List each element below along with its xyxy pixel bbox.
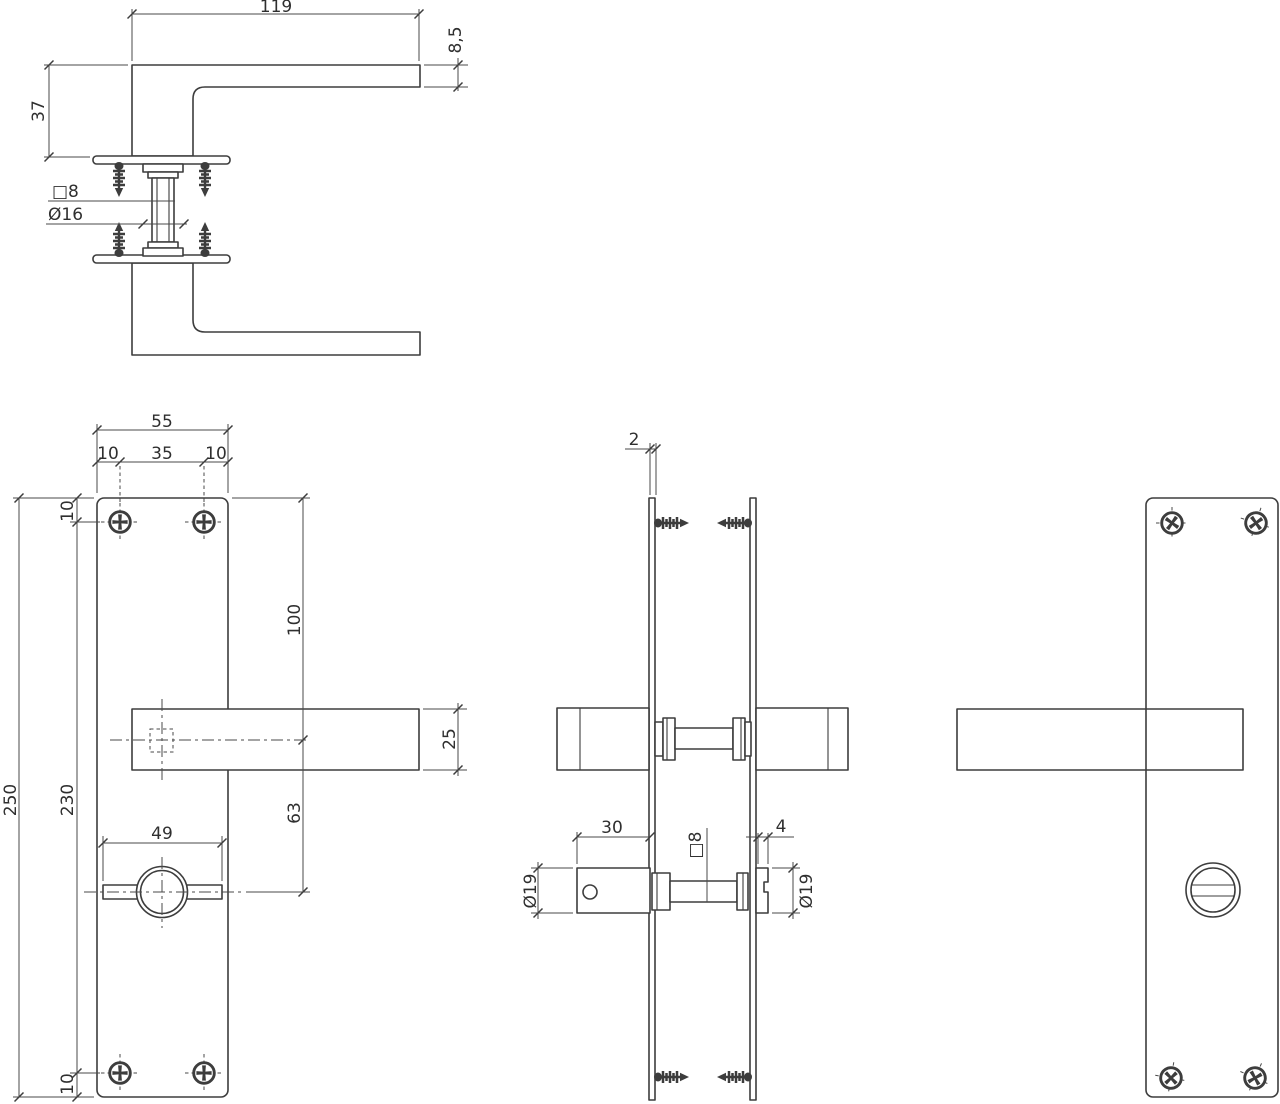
dims-lever-side: 119 8,5 37 □8 Ø16 (29, 0, 468, 230)
dim-turn-spindle-square: □8 (686, 832, 706, 859)
dim-turn-diameter: Ø19 (521, 873, 541, 908)
view-plate-back (956, 497, 1279, 1101)
thumbturn-section (576, 867, 769, 914)
backplate-front (96, 497, 229, 1098)
lever-spindle-section (654, 717, 752, 761)
dim-screw-spacing-v: 230 (58, 784, 78, 816)
dim-screw-spacing-h: 35 (151, 444, 173, 464)
dim-bar-thickness: 8,5 (446, 26, 466, 53)
backplate-rear (1145, 497, 1279, 1098)
rose-top (92, 155, 231, 165)
dim-spindle-square: □8 (52, 182, 79, 202)
dim-handle-center-from-top: 100 (285, 604, 305, 636)
dim-plate-width: 55 (151, 412, 173, 432)
dim-handle-to-turn: 63 (285, 802, 305, 824)
thumbturn-front (84, 857, 242, 928)
dim-screw-top-offset: 10 (58, 500, 78, 522)
lever-bottom (131, 262, 421, 356)
dim-lever-length: 119 (260, 0, 292, 17)
turn-knob-hole (582, 884, 598, 900)
section-screws (652, 515, 754, 1085)
view-lever-side: 119 8,5 37 □8 Ø16 (29, 0, 468, 356)
lever-rear (956, 708, 1244, 771)
plate-section-left (648, 497, 656, 1101)
view-plate-front: 55 10 35 10 250 10 230 10 (1, 412, 467, 1103)
dim-screw-inset-right: 10 (205, 444, 227, 464)
dims-section: 2 30 Ø19 □8 4 Ø19 (521, 430, 817, 919)
dim-lever-height: 37 (29, 100, 49, 122)
lever-end-right (755, 707, 849, 771)
dim-screw-inset-left: 10 (97, 444, 119, 464)
emergency-release-section (755, 867, 769, 914)
plate-section-right (749, 497, 757, 1101)
dim-release-projection: 4 (776, 817, 787, 837)
dim-plate-thickness: 2 (629, 430, 640, 450)
dim-lever-bar-height: 25 (440, 728, 460, 750)
dim-neck-diameter: Ø16 (48, 205, 83, 225)
spindle-hole-hidden (149, 728, 174, 753)
view-section-side: 2 30 Ø19 □8 4 Ø19 (521, 430, 849, 1101)
spindle-assembly (142, 163, 184, 257)
dim-release-diameter: Ø19 (797, 873, 817, 908)
dim-turn-knob-length: 30 (601, 818, 623, 838)
lever-top (131, 64, 421, 157)
emergency-release-rear (1185, 862, 1241, 918)
dims-plate-front: 55 10 35 10 250 10 230 10 (1, 412, 467, 1103)
dim-turn-width: 49 (151, 824, 173, 844)
dim-plate-height: 250 (1, 784, 21, 816)
lever-end-left (556, 707, 650, 771)
dim-screw-bottom-offset: 10 (58, 1073, 78, 1095)
